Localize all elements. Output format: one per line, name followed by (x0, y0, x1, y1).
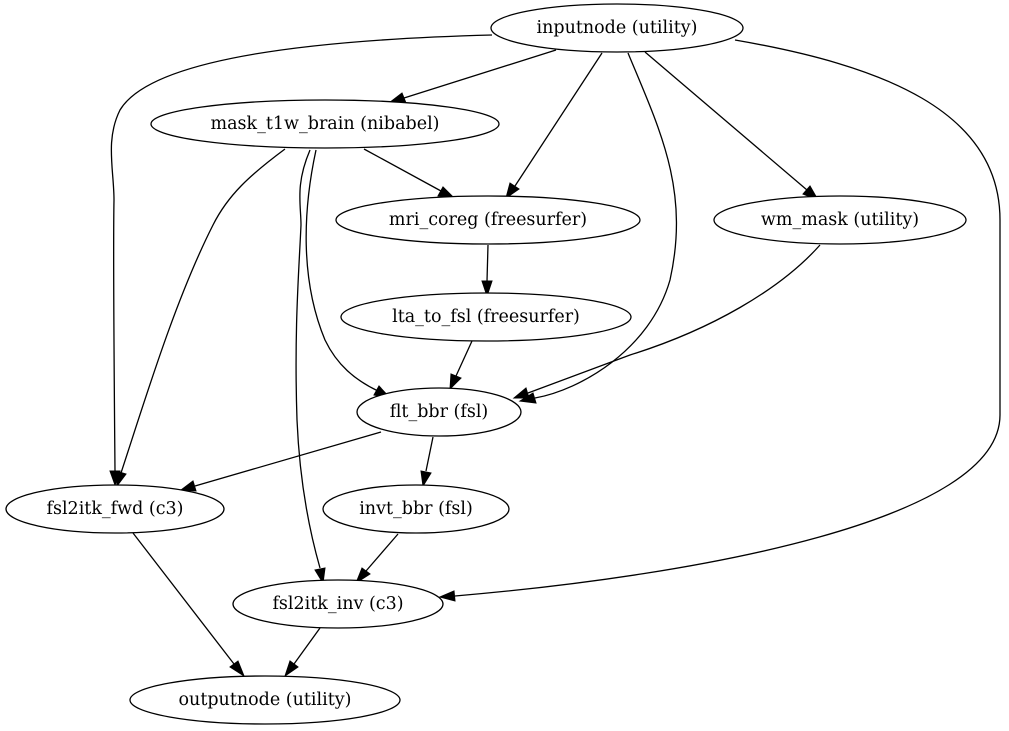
edge-mask-t1w-brain-to-fsl2itk-fwd (115, 148, 286, 488)
node-outputnode[interactable]: outputnode (utility) (129, 675, 401, 725)
edge-fsl2itk-inv-to-outputnode (284, 627, 321, 678)
node-label: inputnode (utility) (537, 18, 698, 38)
node-fsl2itk-fwd[interactable]: fsl2itk_fwd (c3) (5, 484, 225, 534)
node-label: wm_mask (utility) (761, 210, 919, 230)
edges (109, 34, 1001, 678)
edge-lta-to-fsl-to-flt-bbr (449, 340, 473, 391)
edge-mask-t1w-brain-to-flt-bbr (305, 149, 392, 399)
node-invt-bbr[interactable]: invt_bbr (fsl) (322, 484, 510, 534)
node-mri-coreg[interactable]: mri_coreg (freesurfer) (335, 195, 641, 245)
edge-mri-coreg-to-lta-to-fsl (481, 244, 493, 298)
edge-invt-bbr-to-fsl2itk-inv (354, 533, 399, 585)
edge-mask-t1w-brain-to-mri-coreg (363, 148, 456, 199)
edge-inputnode-to-fsl2itk-inv (438, 39, 1001, 602)
node-fsl2itk-inv[interactable]: fsl2itk_inv (c3) (232, 579, 444, 629)
edge-inputnode-to-mri-coreg (505, 52, 603, 200)
node-label: outputnode (utility) (179, 690, 352, 710)
edge-wm-mask-to-flt-bbr (512, 244, 821, 399)
node-label: fsl2itk_fwd (c3) (47, 499, 184, 519)
node-lta-to-fsl[interactable]: lta_to_fsl (freesurfer) (340, 292, 632, 342)
node-label: flt_bbr (fsl) (390, 402, 489, 422)
edge-mask-t1w-brain-to-fsl2itk-inv (295, 149, 326, 585)
edge-inputnode-to-mask-t1w-brain (387, 49, 557, 104)
edge-flt-bbr-to-invt-bbr (420, 436, 434, 488)
node-label: mask_t1w_brain (nibabel) (210, 114, 439, 134)
node-mask-t1w-brain[interactable]: mask_t1w_brain (nibabel) (150, 99, 500, 149)
edge-inputnode-to-wm-mask (644, 51, 820, 201)
node-wm-mask[interactable]: wm_mask (utility) (713, 195, 967, 245)
node-label: fsl2itk_inv (c3) (272, 594, 403, 614)
nodes: inputnode (utility) mask_t1w_brain (niba… (5, 3, 967, 725)
node-flt-bbr[interactable]: flt_bbr (fsl) (356, 387, 522, 437)
edge-fsl2itk-fwd-to-outputnode (132, 532, 246, 678)
node-label: lta_to_fsl (freesurfer) (392, 307, 580, 327)
node-inputnode[interactable]: inputnode (utility) (490, 3, 744, 53)
edge-flt-bbr-to-fsl2itk-fwd (179, 431, 382, 492)
node-label: mri_coreg (freesurfer) (389, 210, 587, 230)
node-label: invt_bbr (fsl) (359, 499, 473, 519)
